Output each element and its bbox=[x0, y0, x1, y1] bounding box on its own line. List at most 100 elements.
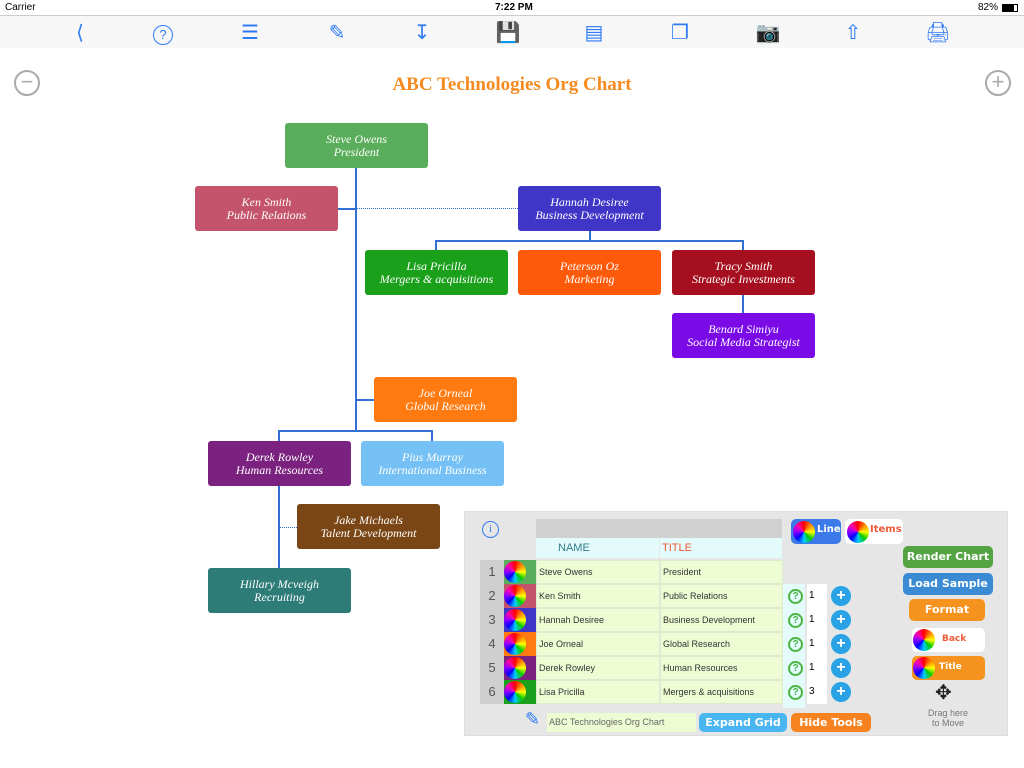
format-button[interactable]: Format bbox=[909, 599, 985, 621]
row-color-swatch[interactable] bbox=[504, 680, 536, 704]
windows-icon[interactable]: ❐ bbox=[671, 22, 689, 44]
title-cell[interactable]: Public Relations bbox=[660, 584, 783, 608]
name-cell[interactable]: Hannah Desiree bbox=[536, 608, 660, 632]
parent-index-field[interactable]: 1 bbox=[807, 584, 827, 608]
row-number: 4 bbox=[480, 632, 504, 656]
connector-line bbox=[431, 430, 433, 441]
name-cell[interactable]: Steve Owens bbox=[536, 560, 660, 584]
cabinet-icon[interactable]: ▤ bbox=[584, 22, 604, 44]
node-title: Business Development bbox=[535, 207, 644, 222]
row-number: 5 bbox=[480, 656, 504, 680]
connector-line bbox=[278, 486, 280, 568]
color-wheel-icon bbox=[504, 585, 526, 607]
chart-title: ABC Technologies Org Chart bbox=[392, 74, 632, 95]
column-header-name[interactable]: NAME bbox=[536, 538, 659, 558]
node-name: Hillary Mcveigh bbox=[240, 576, 319, 591]
items-color-button[interactable]: Items bbox=[845, 519, 903, 544]
print-icon[interactable]: 🖨 bbox=[925, 22, 951, 44]
title-cell[interactable]: Mergers & acquisitions bbox=[660, 680, 783, 704]
title-cell[interactable]: President bbox=[660, 560, 783, 584]
download-icon[interactable]: ↧ bbox=[413, 22, 431, 44]
back-color-button[interactable]: Back bbox=[912, 628, 985, 652]
grid-header-bar bbox=[536, 519, 782, 538]
title-cell[interactable]: Business Development bbox=[660, 608, 783, 632]
title-color-button[interactable]: Title bbox=[912, 656, 985, 680]
title-cell[interactable]: Human Resources bbox=[660, 656, 783, 680]
add-row-button[interactable]: + bbox=[831, 634, 851, 654]
share-icon[interactable]: ⇧ bbox=[844, 22, 862, 44]
color-wheel-icon bbox=[847, 521, 869, 543]
row-color-swatch[interactable] bbox=[504, 584, 536, 608]
parent-index-field[interactable]: 3 bbox=[807, 680, 827, 704]
connector-line bbox=[355, 168, 357, 431]
parent-index-field[interactable]: 1 bbox=[807, 608, 827, 632]
color-wheel-icon bbox=[793, 521, 815, 543]
add-row-button[interactable]: + bbox=[831, 682, 851, 702]
parent-index-field[interactable]: 1 bbox=[807, 632, 827, 656]
title-cell[interactable]: Global Research bbox=[660, 632, 783, 656]
back-icon[interactable]: ⟨ bbox=[76, 22, 84, 44]
name-cell[interactable]: Joe Orneal bbox=[536, 632, 660, 656]
name-cell[interactable]: Ken Smith bbox=[536, 584, 660, 608]
node-title: President bbox=[333, 144, 380, 159]
row-color-swatch[interactable] bbox=[504, 632, 536, 656]
tools-panel: i NAME TITLE 1 Steve Owens President 2 Ke… bbox=[464, 511, 1008, 736]
help-icon[interactable]: ? bbox=[788, 661, 803, 676]
row-number: 6 bbox=[480, 680, 504, 704]
row-color-swatch[interactable] bbox=[504, 608, 536, 632]
render-chart-button[interactable]: Render Chart bbox=[903, 546, 993, 568]
column-header-title[interactable]: TITLE bbox=[660, 538, 782, 558]
help-icon[interactable]: ? bbox=[150, 20, 176, 46]
chart-title-input[interactable]: ABC Technologies Org Chart bbox=[547, 713, 696, 732]
node-title: Global Research bbox=[405, 398, 486, 413]
camera-icon[interactable]: 📷 bbox=[755, 22, 781, 44]
clock: 7:22 PM bbox=[495, 2, 533, 13]
connector-line bbox=[338, 208, 356, 210]
help-icon[interactable]: ? bbox=[788, 685, 803, 700]
node-title: Marketing bbox=[564, 271, 615, 286]
list-icon[interactable]: ☰ bbox=[241, 22, 259, 44]
connector-line bbox=[589, 231, 591, 241]
row-color-swatch[interactable] bbox=[504, 656, 536, 680]
row-number: 2 bbox=[480, 584, 504, 608]
row-color-swatch[interactable] bbox=[504, 560, 536, 584]
save-icon[interactable]: 💾 bbox=[495, 22, 521, 44]
line-color-button[interactable]: Line bbox=[791, 519, 841, 544]
help-icon[interactable]: ? bbox=[788, 589, 803, 604]
dotted-connector bbox=[280, 527, 297, 528]
edit-title-icon[interactable]: ✎ bbox=[525, 709, 541, 729]
zoom-in-icon[interactable]: + bbox=[985, 70, 1011, 96]
expand-grid-button[interactable]: Expand Grid bbox=[699, 713, 787, 732]
battery-label: 82% bbox=[978, 2, 999, 13]
parent-index-field[interactable]: 1 bbox=[807, 656, 827, 680]
add-row-button[interactable]: + bbox=[831, 610, 851, 630]
hide-tools-button[interactable]: Hide Tools bbox=[791, 713, 871, 732]
edit-icon[interactable]: ✎ bbox=[328, 22, 346, 44]
help-icon[interactable]: ? bbox=[788, 613, 803, 628]
help-icon[interactable]: ? bbox=[788, 637, 803, 652]
move-icon[interactable]: ✥ bbox=[935, 682, 952, 704]
node-title: Mergers & acquisitions bbox=[379, 271, 494, 286]
name-cell[interactable]: Derek Rowley bbox=[536, 656, 660, 680]
node-name: Steve Owens bbox=[326, 131, 387, 146]
add-row-button[interactable]: + bbox=[831, 658, 851, 678]
toolbar: ⟨ ? ☰ ✎ ↧ 💾 ▤ ❐ 📷 ⇧ 🖨 bbox=[0, 15, 1024, 48]
color-wheel-icon bbox=[504, 681, 526, 703]
add-row-button[interactable]: + bbox=[831, 586, 851, 606]
load-sample-button[interactable]: Load Sample bbox=[903, 573, 993, 595]
zoom-out-icon[interactable]: − bbox=[14, 70, 40, 96]
info-icon[interactable]: i bbox=[482, 521, 499, 538]
name-cell[interactable]: Lisa Pricilla bbox=[536, 680, 660, 704]
